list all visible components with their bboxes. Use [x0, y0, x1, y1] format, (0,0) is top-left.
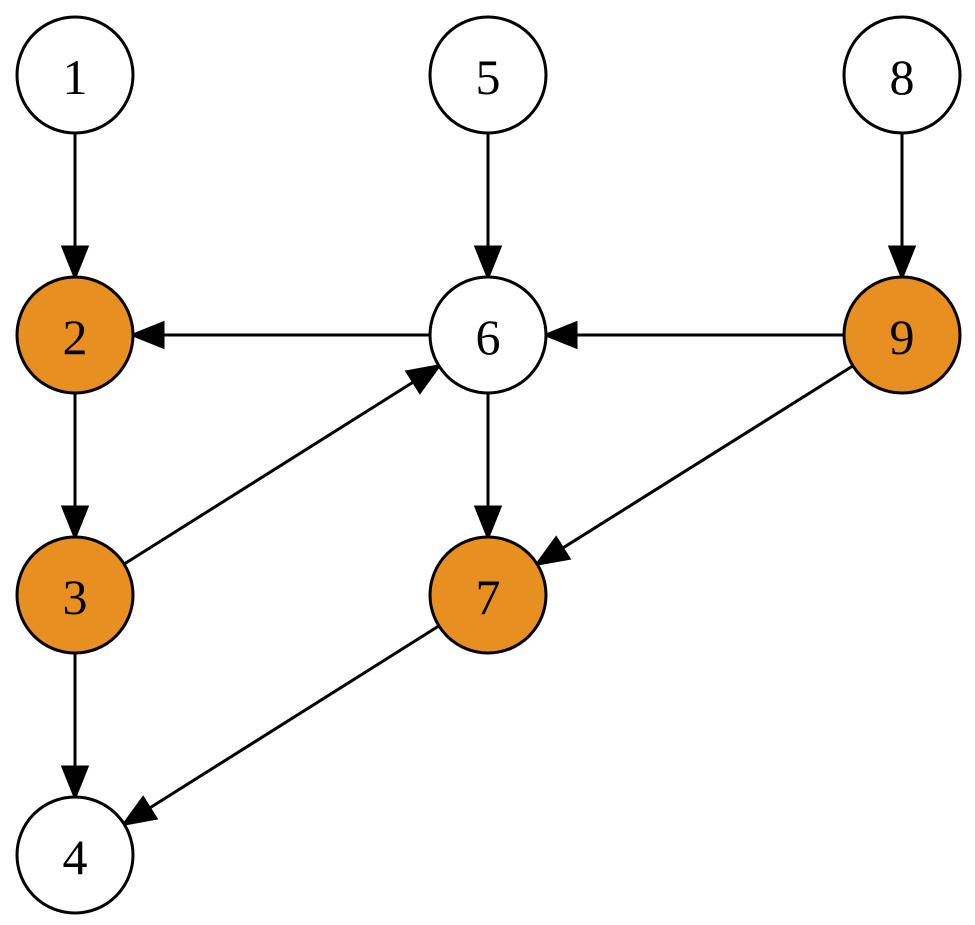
arrowhead-icon	[120, 795, 159, 827]
node-circle	[15, 15, 135, 135]
node-4: 4	[15, 795, 135, 915]
edge-line	[148, 624, 440, 810]
arrowhead-icon	[533, 535, 572, 567]
node-label: 2	[63, 309, 88, 365]
node-6: 6	[428, 275, 548, 395]
edge-1-to-2	[60, 133, 90, 282]
edge-line	[561, 364, 854, 550]
edge-8-to-9	[887, 133, 917, 282]
arrowhead-icon	[60, 505, 90, 542]
node-circle	[842, 15, 962, 135]
node-2: 2	[15, 275, 135, 395]
node-circle	[842, 275, 962, 395]
node-label: 6	[476, 309, 501, 365]
edge-2-to-3	[60, 393, 90, 542]
arrowhead-icon	[473, 245, 503, 282]
node-label: 7	[476, 569, 501, 625]
node-circle	[15, 535, 135, 655]
edge-5-to-6	[473, 133, 503, 282]
nodes-layer: 1 2 3 4 5 6 7 8 9	[15, 15, 962, 915]
node-label: 1	[63, 49, 88, 105]
edge-6-to-2	[128, 320, 430, 350]
edge-6-to-7	[473, 393, 503, 542]
edge-3-to-4	[60, 653, 90, 802]
node-5: 5	[428, 15, 548, 135]
node-circle	[428, 15, 548, 135]
node-8: 8	[842, 15, 962, 135]
node-label: 4	[63, 829, 88, 885]
node-label: 5	[476, 49, 501, 105]
arrowhead-icon	[404, 363, 443, 395]
node-circle	[15, 795, 135, 915]
edge-9-to-6	[541, 320, 844, 350]
node-3: 3	[15, 535, 135, 655]
node-7: 7	[428, 535, 548, 655]
arrowhead-icon	[887, 245, 917, 282]
arrowhead-icon	[60, 765, 90, 802]
node-label: 3	[63, 569, 88, 625]
arrowhead-icon	[473, 505, 503, 542]
arrowhead-icon	[541, 320, 578, 350]
node-circle	[428, 535, 548, 655]
node-circle	[428, 275, 548, 395]
node-9: 9	[842, 275, 962, 395]
node-circle	[15, 275, 135, 395]
node-label: 8	[890, 49, 915, 105]
edge-9-to-7	[533, 364, 854, 567]
edge-3-to-6	[123, 363, 443, 566]
edge-line	[123, 380, 415, 566]
arrowhead-icon	[128, 320, 165, 350]
node-label: 9	[890, 309, 915, 365]
edges-layer	[60, 133, 917, 827]
arrowhead-icon	[60, 245, 90, 282]
edge-7-to-4	[120, 624, 440, 827]
node-1: 1	[15, 15, 135, 135]
